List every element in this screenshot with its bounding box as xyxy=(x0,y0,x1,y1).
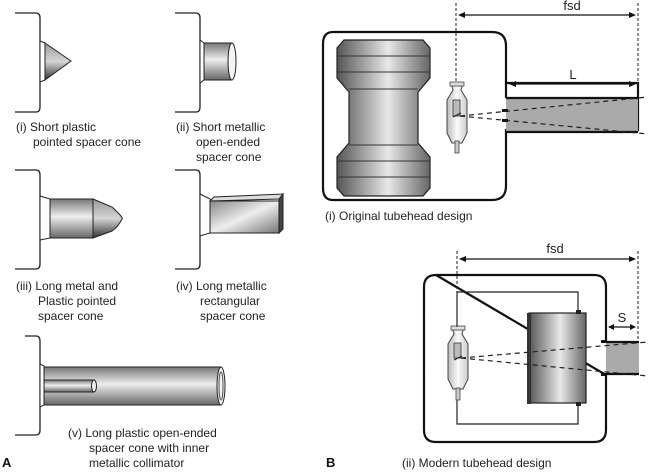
cone-base xyxy=(39,195,51,241)
rect-end-face xyxy=(278,192,284,235)
rect-top-face xyxy=(208,193,285,202)
fsd-label-original: fsd xyxy=(563,0,580,13)
caption-iii: (iii) Long metal and Plastic pointed spa… xyxy=(16,279,121,323)
transformer xyxy=(528,312,587,404)
cylinder-inner-rim xyxy=(218,371,224,401)
caption-i: (i) Short plastic pointed spacer cone xyxy=(16,120,141,149)
collimator-mark xyxy=(502,109,508,112)
plastic-pointed-tip xyxy=(92,198,123,239)
caption-ii: (ii) Short metallic open-ended spacer co… xyxy=(176,120,269,164)
tubehead-bracket xyxy=(15,335,41,436)
cone-iii-illustration xyxy=(15,169,123,270)
cylinder-body xyxy=(203,42,233,81)
collimator-opening xyxy=(91,379,97,393)
tubehead-bracket xyxy=(175,169,201,270)
transformer xyxy=(336,39,431,197)
caption-original-design: (i) Original tubehead design xyxy=(325,209,472,223)
beam-line-lower xyxy=(460,357,649,377)
cone-ii-illustration xyxy=(175,12,237,113)
caption-v: (v) Long plastic open-ended spacer cone … xyxy=(68,426,220,470)
l-label: L xyxy=(569,67,576,82)
beam-line-upper xyxy=(459,96,649,117)
original-tubehead-illustration xyxy=(321,3,649,202)
collimator-mark xyxy=(601,373,607,376)
cone-base xyxy=(199,39,205,84)
caption-iv: (iv) Long metallic rectangular spacer co… xyxy=(176,279,270,323)
xray-tube-insert xyxy=(447,325,469,401)
beam-line-lower xyxy=(459,115,649,135)
panel-a-letter: A xyxy=(2,455,12,470)
cone-base xyxy=(39,363,45,408)
tubehead-bracket xyxy=(15,169,41,270)
collimator-mark xyxy=(601,340,607,343)
cylinder-opening xyxy=(216,366,226,406)
tubehead-bracket xyxy=(175,12,201,113)
wire-bottom xyxy=(456,390,579,425)
beam-line-upper xyxy=(460,341,649,359)
rect-front-face xyxy=(209,200,280,234)
short-cone-S xyxy=(606,342,639,373)
tubehead-bracket xyxy=(15,12,41,113)
pointed-cone xyxy=(44,42,72,81)
panel-b-letter: B xyxy=(326,455,335,470)
metal-section xyxy=(49,198,94,239)
caption-modern-design: (ii) Modern tubehead design xyxy=(402,456,551,470)
cone-v-illustration xyxy=(15,335,226,436)
s-label: S xyxy=(618,310,627,325)
wire-top xyxy=(456,291,579,327)
cone-base xyxy=(39,40,46,83)
cone-i-illustration xyxy=(15,12,72,113)
fsd-label-modern: fsd xyxy=(546,241,563,256)
inner-metallic-collimator xyxy=(43,379,95,393)
xray-tube-insert xyxy=(446,81,468,154)
cone-iv-illustration xyxy=(175,169,285,270)
cylinder-opening xyxy=(227,42,237,81)
modern-tubehead-illustration xyxy=(422,251,649,444)
